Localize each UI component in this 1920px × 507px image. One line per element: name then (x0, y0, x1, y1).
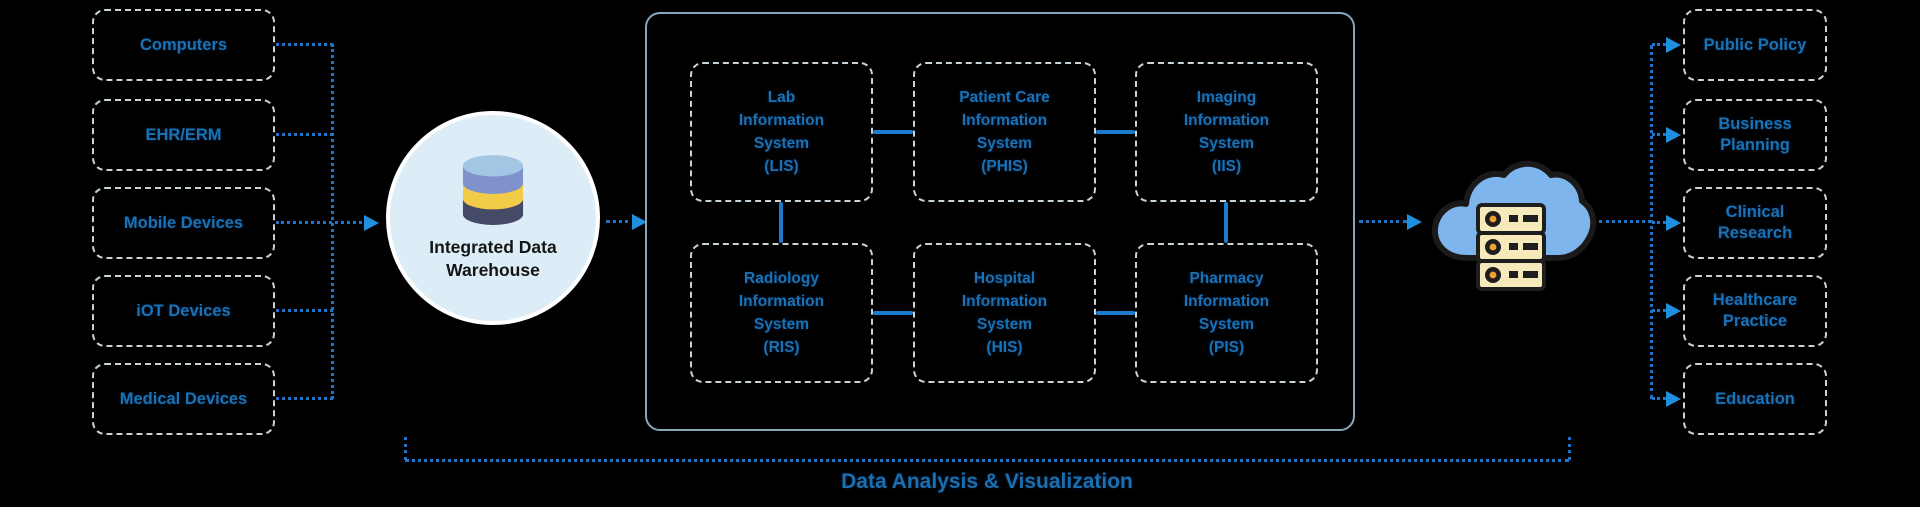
system-label-line: Information (738, 292, 825, 310)
arrow-right-icon (1666, 215, 1681, 231)
system-label-line: Information (961, 292, 1048, 310)
output-label: Education (1715, 389, 1795, 408)
system-node-iis: Imaging Information System (IIS) (1135, 62, 1318, 202)
connector-line (276, 133, 333, 136)
output-node-clinical-research: Clinical Research (1683, 187, 1827, 259)
system-label-line: Information (738, 111, 825, 129)
system-label-line: Imaging (1196, 88, 1257, 106)
arrow-right-icon (1666, 391, 1681, 407)
connector-line (276, 221, 362, 224)
cloud-server-icon (1431, 160, 1597, 291)
connector-line (276, 43, 333, 46)
system-label-line: System (976, 316, 1033, 333)
connector-line (606, 220, 636, 223)
arrow-right-icon (632, 214, 647, 230)
connector-line (1652, 397, 1666, 400)
bracket-tick-left (404, 437, 407, 460)
source-node-medical-devices: Medical Devices (92, 363, 275, 435)
system-label-line: (LIS) (764, 158, 799, 176)
arrow-right-icon (1407, 214, 1422, 230)
connector-line (779, 202, 783, 243)
arrow-right-icon (1666, 127, 1681, 143)
output-node-business-planning: Business Planning (1683, 99, 1827, 171)
collector-line-left (331, 44, 334, 399)
source-label: EHR/ERM (145, 125, 222, 144)
output-label: Business Planning (1718, 115, 1792, 154)
system-label-line: (HIS) (986, 339, 1023, 357)
warehouse-node: Integrated Data Warehouse (386, 111, 600, 325)
system-label-line: System (1198, 316, 1255, 333)
system-node-lis: Lab Information System (LIS) (690, 62, 873, 202)
connector-line (1096, 311, 1135, 315)
connector-line (1652, 309, 1666, 312)
system-label-line: (IIS) (1211, 158, 1242, 176)
system-node-pis: Pharmacy Information System (PIS) (1135, 243, 1318, 383)
database-icon (462, 155, 524, 226)
source-label: Mobile Devices (123, 213, 244, 232)
system-label-line: (PIS) (1208, 339, 1245, 357)
connector-line (1652, 133, 1666, 136)
warehouse-label: Integrated Data Warehouse (429, 237, 557, 280)
system-node-his: Hospital Information System (HIS) (913, 243, 1096, 383)
source-node-ehr-erm: EHR/ERM (92, 99, 275, 171)
connector-line (873, 130, 913, 134)
arrow-right-icon (364, 215, 379, 231)
connector-line (1359, 220, 1407, 223)
output-node-healthcare-practice: Healthcare Practice (1683, 275, 1827, 347)
system-label-line: System (1198, 135, 1255, 152)
connector-line (276, 309, 333, 312)
systems-container (645, 12, 1355, 431)
system-label-line: Information (1183, 111, 1270, 129)
source-label: Computers (139, 35, 228, 54)
bracket-tick-right (1568, 437, 1571, 460)
system-label-line: Hospital (973, 269, 1036, 287)
system-label-line: Pharmacy (1189, 269, 1264, 287)
connector-line (1652, 221, 1666, 224)
source-node-iot-devices: iOT Devices (92, 275, 275, 347)
connector-line (1599, 220, 1651, 223)
arrow-right-icon (1666, 303, 1681, 319)
footer-title: Data Analysis & Visualization (841, 470, 1133, 493)
system-label-line: Radiology (744, 269, 819, 287)
output-label: Healthcare Practice (1712, 291, 1798, 330)
source-node-computers: Computers (92, 9, 275, 81)
connector-line (1652, 43, 1666, 46)
source-label: Medical Devices (119, 389, 248, 408)
output-label: Public Policy (1703, 35, 1807, 54)
output-node-public-policy: Public Policy (1683, 9, 1827, 81)
system-node-phis: Patient Care Information System (PHIS) (913, 62, 1096, 202)
output-label: Clinical Research (1717, 203, 1793, 242)
system-label-line: Patient Care (959, 88, 1050, 106)
system-label-line: (PHIS) (981, 158, 1028, 176)
system-label-line: System (753, 135, 810, 152)
system-node-ris: Radiology Information System (RIS) (690, 243, 873, 383)
output-node-education: Education (1683, 363, 1827, 435)
cloud-server-node (1425, 150, 1597, 300)
arrow-right-icon (1666, 37, 1681, 53)
system-label-line: Information (1183, 292, 1270, 310)
connector-line (873, 311, 913, 315)
connector-line (276, 397, 333, 400)
connector-line (1096, 130, 1135, 134)
connector-line (1224, 202, 1228, 243)
system-label-line: (RIS) (763, 339, 800, 357)
source-label: iOT Devices (136, 301, 231, 320)
system-label-line: System (753, 316, 810, 333)
system-label-line: Information (961, 111, 1048, 129)
bracket-line (405, 459, 1569, 462)
system-label-line: Lab (767, 88, 796, 106)
collector-line-right (1650, 45, 1653, 399)
system-label-line: System (976, 135, 1033, 152)
source-node-mobile-devices: Mobile Devices (92, 187, 275, 259)
